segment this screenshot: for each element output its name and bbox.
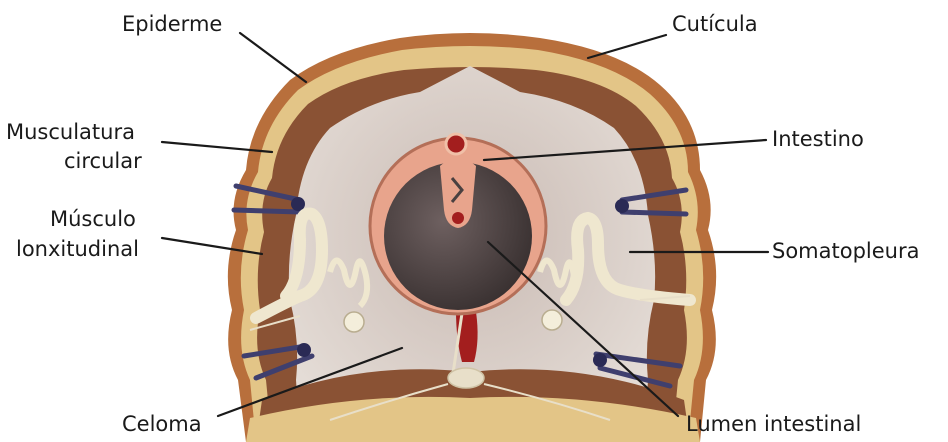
dorsal-vessel bbox=[446, 134, 466, 154]
label-musculo-lonxitudinal-line2: lonxitudinal bbox=[16, 237, 139, 261]
label-cuticula: Cutícula bbox=[672, 12, 758, 36]
label-musculo-lonxitudinal-line1: Músculo bbox=[50, 207, 136, 231]
label-musculatura-circular-line1: Musculatura bbox=[6, 120, 135, 144]
label-intestino: Intestino bbox=[772, 127, 864, 151]
leader-cuticula bbox=[588, 35, 666, 58]
label-epiderme: Epiderme bbox=[122, 12, 222, 36]
label-musculatura-circular-line2: circular bbox=[64, 149, 142, 173]
label-celoma: Celoma bbox=[122, 412, 202, 436]
label-somatopleura: Somatopleura bbox=[772, 239, 919, 263]
label-lumen-intestinal: Lumen intestinal bbox=[686, 412, 861, 436]
typhlosole-vessel bbox=[452, 212, 464, 224]
leader-epiderme bbox=[240, 33, 306, 82]
